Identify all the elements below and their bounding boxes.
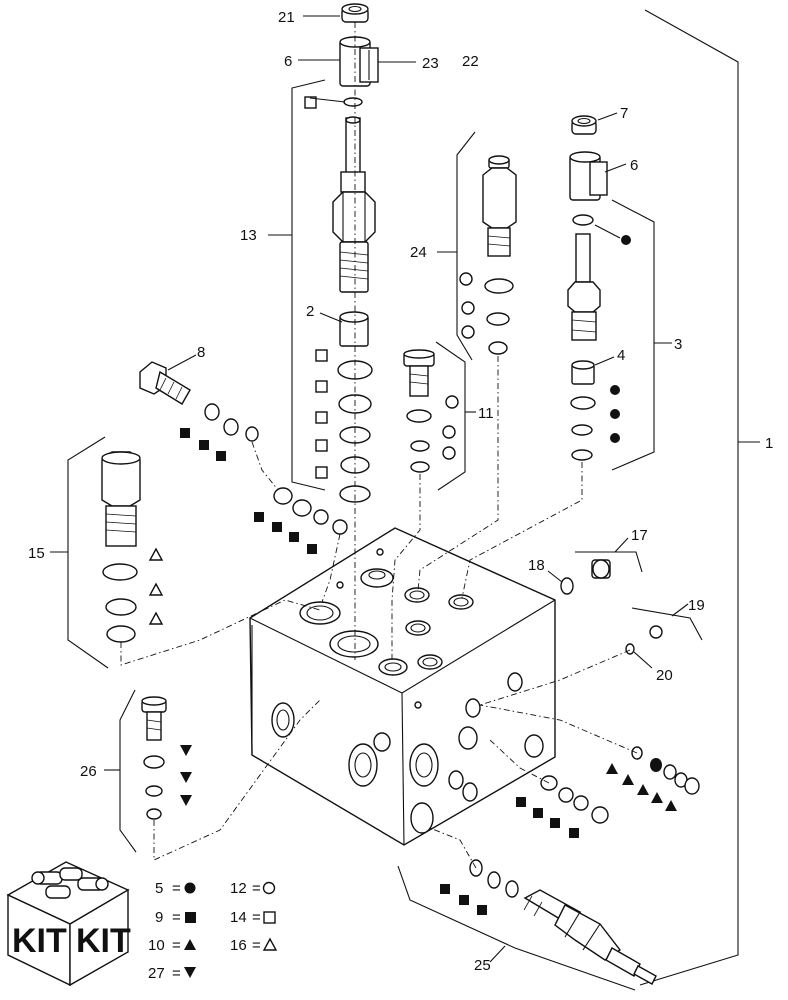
legend-row-27: 27 =: [148, 965, 196, 982]
cap-21: [341, 3, 369, 23]
svg-text:9: 9: [155, 909, 163, 926]
cartridge-13: [332, 97, 376, 293]
legend-row-10: 10 =: [148, 937, 196, 954]
filled-square-icon: [185, 912, 196, 923]
callout-6-right: 6: [630, 157, 638, 174]
svg-text:=: =: [252, 909, 261, 926]
svg-text:=: =: [252, 880, 261, 897]
cap-7: [571, 115, 597, 135]
callout-26: 26: [80, 763, 97, 780]
svg-text:16: 16: [230, 937, 247, 954]
valve-11: [403, 349, 459, 473]
svg-text:=: =: [172, 965, 181, 982]
callout-7: 7: [620, 105, 628, 122]
svg-text:=: =: [172, 880, 181, 897]
valve-8: [139, 361, 259, 461]
filled-circle-icon: [184, 882, 196, 894]
legend-row-14: 14 =: [230, 909, 276, 926]
bracket-13: [291, 79, 326, 491]
callout-15: 15: [28, 545, 45, 562]
callout-8: 8: [197, 344, 205, 361]
sleeve-4: [571, 360, 595, 385]
coil-6-right: [569, 151, 608, 201]
bracket-15: [67, 436, 109, 669]
callout-2: 2: [306, 303, 314, 320]
valve-25: [440, 859, 657, 985]
open-triangle-icon: [262, 937, 278, 951]
legend-row-16: 16 =: [230, 937, 278, 954]
kit-label-left: KIT: [12, 922, 67, 960]
callout-4: 4: [617, 347, 625, 364]
callout-24: 24: [410, 244, 427, 261]
cartridge-3: [567, 214, 601, 341]
callout-20: 20: [656, 667, 673, 684]
callout-19: 19: [688, 597, 705, 614]
svg-text:14: 14: [230, 909, 247, 926]
callout-25: 25: [474, 957, 491, 974]
filled-triangle-icon: [184, 939, 196, 950]
bracket-3: [611, 199, 655, 471]
callout-21: 21: [278, 9, 295, 26]
svg-text:10: 10: [148, 937, 165, 954]
plug-17: [560, 559, 611, 595]
legend: 5 = 12 = 9 = 14 = 10 = 16 =: [148, 880, 278, 982]
callout-3: 3: [674, 336, 682, 353]
svg-text:=: =: [172, 909, 181, 926]
valve-15: [101, 451, 164, 643]
middle-seals-row: [254, 487, 348, 554]
bracket-1: [639, 9, 760, 986]
lower-right-seals: [516, 775, 609, 838]
filled-down-triangle-icon: [184, 967, 196, 978]
callout-13: 13: [240, 227, 257, 244]
svg-text:12: 12: [230, 880, 247, 897]
callout-1: 1: [765, 435, 773, 452]
open-circle-icon: [262, 881, 276, 895]
kit-box-parts-icon: [31, 867, 109, 899]
plug-19: [625, 625, 663, 655]
callout-23: 23: [422, 55, 439, 72]
valve-26: [141, 696, 192, 820]
callout-22: 22: [462, 53, 479, 70]
valve-24: [459, 155, 517, 355]
kit-label-right: KIT: [76, 922, 131, 960]
manifold-block: [249, 527, 556, 846]
callout-17: 17: [631, 527, 648, 544]
svg-text:27: 27: [148, 965, 165, 982]
legend-row-5: 5 =: [155, 880, 196, 897]
legend-row-12: 12 =: [230, 880, 276, 897]
svg-text:5: 5: [155, 880, 163, 897]
sleeve-2: [339, 311, 369, 347]
callout-18: 18: [528, 557, 545, 574]
right-seals: [570, 235, 631, 461]
legend-row-9: 9 =: [155, 909, 196, 926]
right-port-parts: [606, 746, 700, 811]
open-square-markers-center: [304, 96, 328, 479]
bracket-25: [397, 865, 636, 991]
coil-6-top: [339, 36, 379, 87]
open-square-icon: [263, 911, 276, 924]
bracket-11: [435, 341, 466, 491]
bracket-24: [456, 131, 476, 361]
kit-box: KIT KIT: [6, 861, 131, 987]
bracket-26: [119, 689, 137, 853]
callout-11: 11: [478, 405, 494, 422]
callout-6: 6: [284, 53, 292, 70]
svg-text:=: =: [172, 937, 181, 954]
svg-text:=: =: [252, 937, 261, 954]
